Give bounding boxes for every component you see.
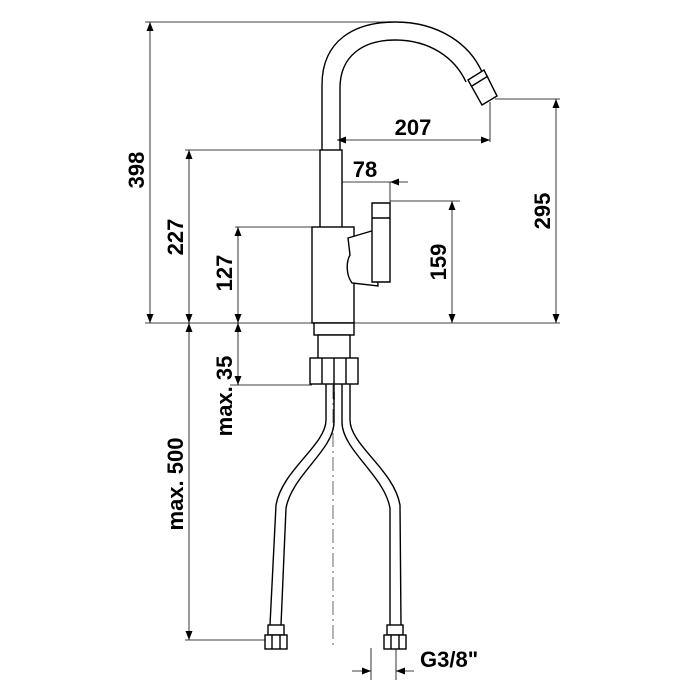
dim-label-295: 295	[530, 193, 555, 230]
dim-label-207: 207	[395, 115, 432, 140]
spout-collar	[319, 149, 343, 231]
supply-hoses	[264, 384, 407, 650]
dim-label-thread: G3/8"	[420, 647, 478, 672]
spout-tube-inner	[339, 39, 467, 150]
dim-label-159: 159	[426, 244, 451, 281]
right-hose-fitting	[383, 624, 407, 650]
left-hose-fitting	[264, 624, 288, 650]
dim-label-78: 78	[353, 157, 377, 182]
extension-lines	[145, 21, 560, 680]
dim-label-max-35: max. 35	[212, 356, 237, 437]
base-ring	[313, 322, 355, 336]
left-hose-outer	[269, 384, 327, 626]
right-hose-outer	[341, 384, 391, 625]
dim-label-227: 227	[163, 219, 188, 256]
handle-connector	[346, 229, 379, 287]
spout-tube-outer	[321, 21, 483, 150]
dim-label-127: 127	[212, 255, 237, 292]
faucet-body	[309, 21, 498, 385]
dimension-lines	[146, 22, 560, 675]
main-body	[311, 226, 355, 324]
handle-lever	[371, 202, 391, 283]
spout-nozzle	[467, 68, 498, 106]
left-hose-inner	[280, 384, 335, 626]
dim-label-max-500: max. 500	[163, 438, 188, 531]
dim-label-398: 398	[124, 152, 149, 189]
